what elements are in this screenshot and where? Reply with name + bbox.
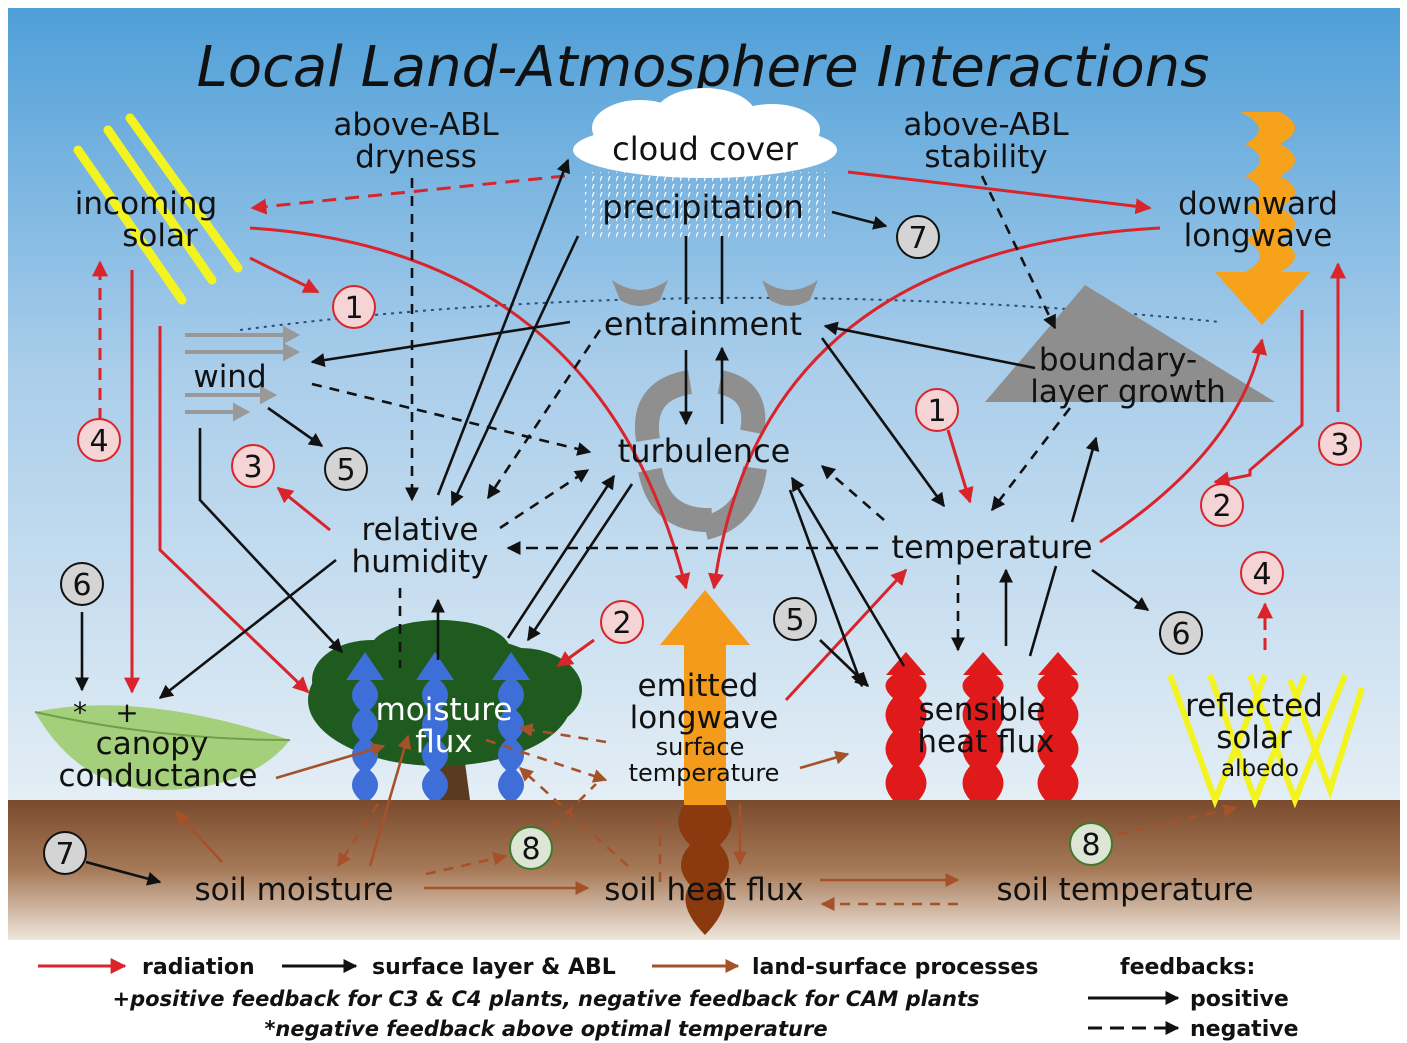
- svg-text:2: 2: [612, 606, 631, 641]
- incoming-solar-rays: [73, 113, 243, 305]
- marker-5-left: 5: [324, 447, 368, 491]
- svg-text:8: 8: [1081, 828, 1100, 863]
- legend: radiation surface layer & ABL land-surfa…: [38, 955, 1299, 1042]
- emitted-longwave-arrow: [660, 590, 750, 935]
- surface-temperature-label-2: temperature: [629, 759, 780, 787]
- sensible-heat-flux-arrows: [885, 652, 1079, 800]
- marker-2-left: 2: [600, 600, 644, 644]
- marker-8-left: 8: [509, 826, 553, 870]
- downward-longwave-label-1: downward: [1178, 186, 1338, 222]
- reflected-solar-label-1: reflected: [1185, 688, 1323, 724]
- svg-text:4: 4: [1252, 557, 1271, 592]
- legend-radiation-label: radiation: [142, 955, 255, 980]
- legend-positive-label: positive: [1190, 987, 1289, 1012]
- svg-text:2: 2: [1212, 489, 1231, 524]
- downward-longwave-label-2: longwave: [1184, 218, 1333, 254]
- above-abl-stability-label-1: above-ABL: [903, 107, 1069, 143]
- svg-text:8: 8: [521, 832, 540, 867]
- svg-text:6: 6: [1171, 617, 1190, 652]
- marker-7-bottom: 7: [43, 831, 87, 875]
- marker-1-left: 1: [332, 285, 376, 329]
- legend-note-plus: +positive feedback for C3 & C4 plants, n…: [113, 987, 980, 1011]
- feedback-markers: 1 1 2 2 3 3 4 4 5 5 6 6 7 7 8 8: [43, 215, 1362, 875]
- rain-pattern: [585, 172, 825, 240]
- moisture-flux-label-2: flux: [415, 724, 473, 760]
- relative-humidity-label-1: relative: [362, 512, 479, 548]
- cloud-shape: [573, 88, 837, 178]
- above-abl-dryness-label-2: dryness: [355, 139, 477, 175]
- soil-moisture-label: soil moisture: [194, 872, 393, 908]
- marker-3-left: 3: [231, 444, 275, 488]
- sensible-heat-flux-label-1: sensible: [919, 692, 1046, 728]
- leaf-illustration: [34, 705, 291, 790]
- svg-text:7: 7: [55, 837, 74, 872]
- svg-text:7: 7: [908, 221, 927, 256]
- legend-surface-abl-label: surface layer & ABL: [372, 955, 616, 980]
- soil-temperature-label: soil temperature: [996, 872, 1253, 908]
- svg-text:6: 6: [72, 568, 91, 603]
- boundary-layer-growth-label-1: boundary-: [1039, 342, 1197, 378]
- svg-text:5: 5: [785, 603, 804, 638]
- soil-heat-flux-label: soil heat flux: [604, 872, 803, 908]
- temperature-label: temperature: [891, 528, 1092, 566]
- incoming-solar-label-1: incoming: [75, 186, 217, 222]
- legend-land-surface-label: land-surface processes: [752, 955, 1038, 980]
- canopy-conductance-label-1: canopy: [96, 726, 209, 762]
- above-abl-dryness-label-1: above-ABL: [333, 107, 499, 143]
- cloud-cover-label: cloud cover: [612, 130, 799, 168]
- emitted-longwave-label-1: emitted: [638, 668, 759, 704]
- node-labels: above-ABL dryness cloud cover precipitat…: [59, 107, 1338, 908]
- surface-temperature-label-1: surface: [656, 733, 745, 761]
- reflected-solar-rays: [1167, 673, 1365, 809]
- precipitation-label: precipitation: [602, 188, 804, 226]
- turbulence-label: turbulence: [618, 432, 791, 470]
- svg-text:1: 1: [927, 394, 946, 429]
- land-surface-arrows: [175, 723, 1238, 911]
- boundary-layer-triangle: [985, 285, 1275, 402]
- marker-8-right: 8: [1069, 822, 1113, 866]
- entrainment-label: entrainment: [604, 305, 802, 343]
- svg-text:5: 5: [336, 453, 355, 488]
- incoming-solar-label-2: solar: [122, 218, 198, 254]
- marker-6-left: 6: [60, 562, 104, 606]
- svg-text:4: 4: [89, 424, 108, 459]
- canopy-conductance-label-2: conductance: [59, 758, 258, 794]
- star-sign-label: *: [73, 696, 87, 729]
- surface-abl-arrows: [75, 158, 1150, 886]
- above-abl-stability-label-2: stability: [924, 139, 1047, 175]
- marker-6-right: 6: [1159, 611, 1203, 655]
- wind-arrows: [185, 325, 301, 422]
- legend-negative-label: negative: [1190, 1017, 1299, 1042]
- marker-5-right: 5: [773, 597, 817, 641]
- svg-text:1: 1: [344, 291, 363, 326]
- marker-1-right: 1: [915, 388, 959, 432]
- boundary-layer-growth-label-2: layer growth: [1030, 374, 1226, 410]
- marker-3-right: 3: [1318, 422, 1362, 466]
- albedo-label: albedo: [1221, 756, 1299, 782]
- legend-feedbacks-label: feedbacks:: [1120, 955, 1255, 980]
- sensible-heat-flux-label-2: heat flux: [917, 724, 1054, 760]
- svg-text:3: 3: [243, 450, 262, 485]
- downward-longwave-arrow: [1215, 112, 1310, 325]
- svg-text:3: 3: [1330, 428, 1349, 463]
- plus-sign-label: +: [115, 696, 138, 729]
- entrainment-eddies: [612, 280, 818, 306]
- reflected-solar-label-2: solar: [1216, 720, 1292, 756]
- marker-2-right: 2: [1200, 483, 1244, 527]
- abl-top-dotted-line: [239, 296, 1221, 331]
- legend-note-star: *negative feedback above optimal tempera…: [264, 1017, 827, 1041]
- marker-7-top: 7: [896, 215, 940, 259]
- relative-humidity-label-2: humidity: [352, 544, 489, 580]
- wind-label: wind: [193, 359, 266, 395]
- moisture-flux-label-1: moisture: [376, 692, 513, 728]
- marker-4-left: 4: [77, 418, 121, 462]
- moisture-flux-arrows: [346, 652, 530, 800]
- emitted-longwave-label-2: longwave: [630, 700, 779, 736]
- turbulence-eddies: [634, 370, 767, 540]
- marker-4-right: 4: [1240, 551, 1284, 595]
